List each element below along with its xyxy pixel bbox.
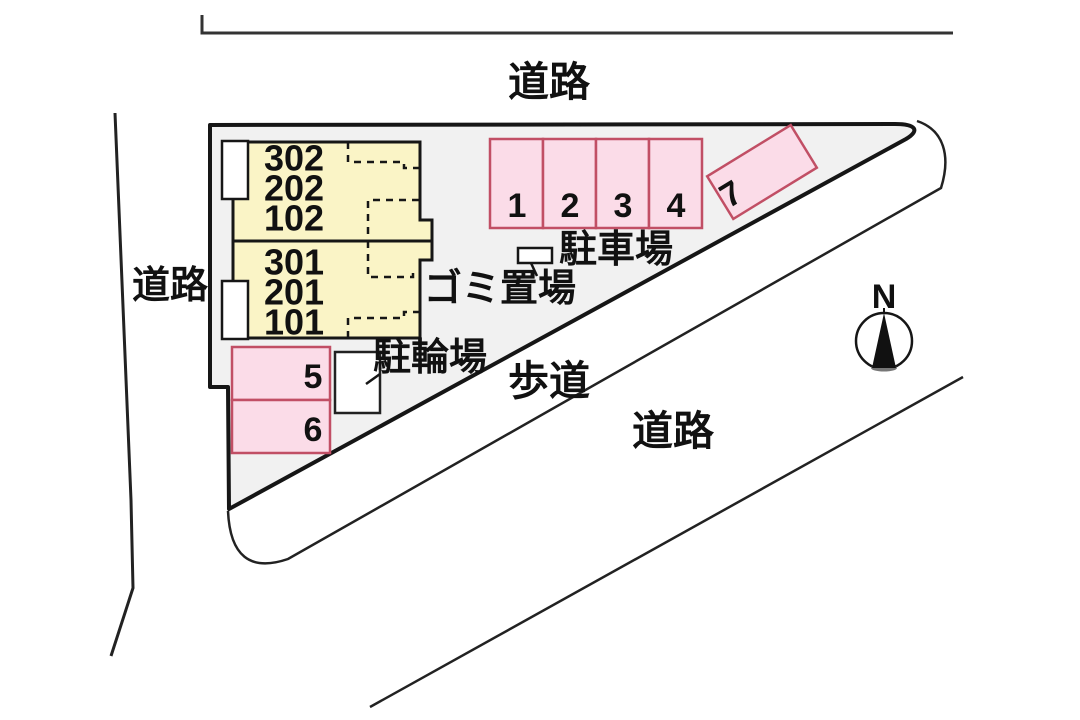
parking-stall-7: 7 — [705, 123, 819, 221]
room-number-301: 301 — [264, 242, 324, 283]
road-far-edge-line — [369, 375, 964, 709]
garbage-leader-line — [529, 262, 539, 277]
sidewalk-edge-line — [226, 119, 947, 565]
compass: N — [854, 278, 914, 372]
sidewalk-label: 歩道 — [508, 358, 590, 404]
room-number-202: 202 — [264, 168, 324, 209]
parking-lot-label: 駐車場 — [559, 229, 673, 271]
stall-number-5: 5 — [304, 358, 323, 396]
garbage-area-label: ゴミ置場 — [424, 267, 576, 310]
balcony-dash-bottom — [346, 310, 419, 338]
parking-stall-row: 1 2 3 4 — [488, 137, 704, 230]
room-number-302: 302 — [264, 138, 324, 179]
bicycle-leader-line — [365, 372, 381, 386]
room-number-201: 201 — [264, 272, 324, 313]
balcony-dash-upper-mid — [366, 198, 419, 240]
road-top-label: 道路 — [508, 59, 591, 105]
entrance-rect-upper — [220, 139, 250, 201]
parking-stall-1 — [488, 137, 545, 230]
parking-stall-side: 5 6 — [230, 345, 332, 455]
room-number-102: 102 — [264, 198, 324, 239]
balcony-dash-lower-mid — [366, 241, 415, 279]
compass-needle — [872, 313, 896, 368]
bicycle-area-label: 駐輪場 — [373, 337, 487, 379]
balcony-dash-top — [346, 142, 419, 170]
stall-number-4: 4 — [667, 187, 686, 225]
room-number-101: 101 — [264, 302, 324, 343]
parking-stall-5 — [230, 345, 332, 402]
bicycle-area-rect — [333, 350, 382, 415]
stall-number-6: 6 — [304, 411, 323, 449]
stall-number-1: 1 — [508, 187, 527, 225]
parking-stall-3 — [594, 137, 651, 230]
parking-stall-4 — [647, 137, 704, 230]
stall-number-3: 3 — [614, 187, 633, 225]
garbage-icon — [516, 246, 554, 265]
road-left-line — [109, 112, 135, 657]
road-bottom-label: 道路 — [632, 408, 715, 454]
entrance-rect-lower — [220, 279, 250, 341]
road-left-label: 道路 — [132, 265, 209, 307]
stall-number-2: 2 — [561, 187, 580, 225]
parking-stall-6 — [230, 398, 332, 455]
parking-stall-2 — [541, 137, 598, 230]
road-top-line — [200, 15, 953, 35]
